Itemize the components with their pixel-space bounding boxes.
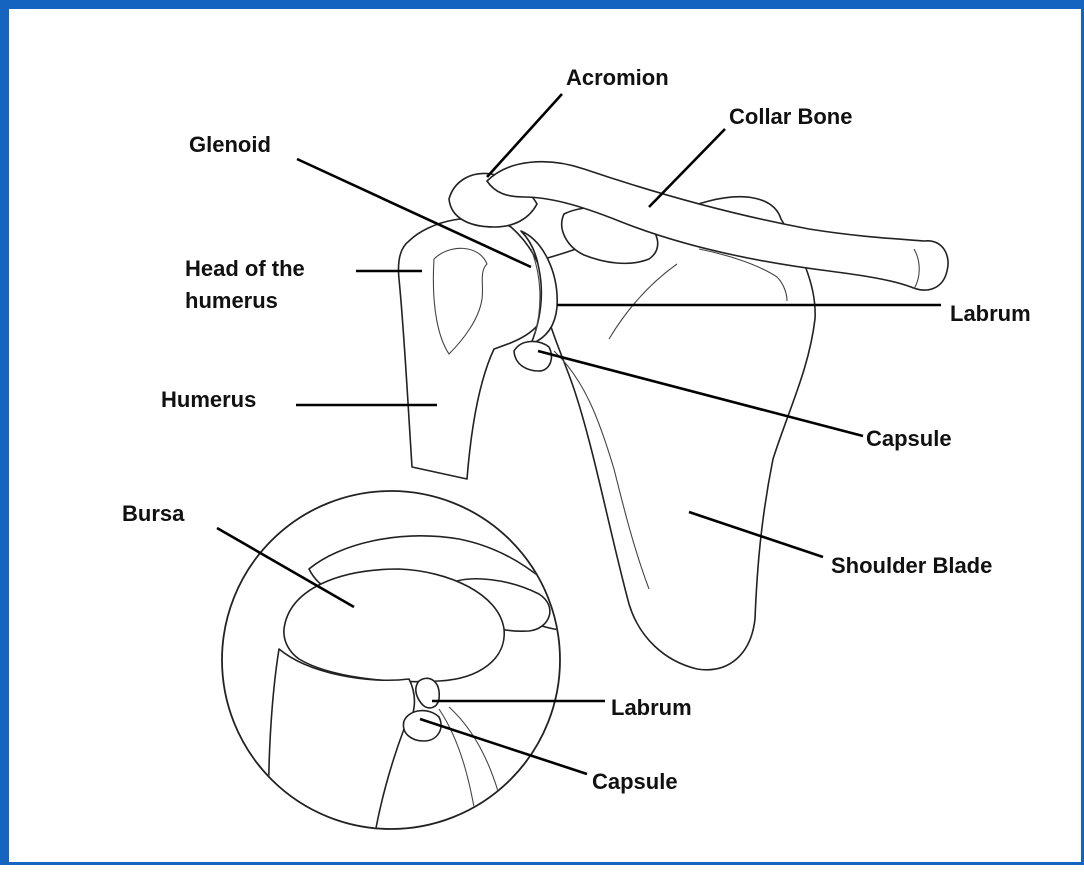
label-shoulder-blade: Shoulder Blade [831, 553, 992, 578]
capsule-shape [514, 341, 551, 371]
label-acromion: Acromion [566, 65, 669, 90]
label-inset-labrum: Labrum [611, 695, 692, 720]
collar-bone-leader-line [649, 129, 725, 207]
inset-capsule-shape [403, 711, 441, 741]
label-capsule: Capsule [866, 426, 952, 451]
label-glenoid: Glenoid [189, 132, 271, 157]
label-humerus: Humerus [161, 387, 256, 412]
label-inset-capsule: Capsule [592, 769, 678, 794]
label-head-of-humerus-line1: Head of the [185, 256, 305, 281]
shoulder-anatomy-diagram: Acromion Collar Bone Glenoid Head of the… [9, 9, 1084, 874]
label-labrum: Labrum [950, 301, 1031, 326]
label-head-of-humerus-line2: humerus [185, 288, 278, 313]
label-collar-bone: Collar Bone [729, 104, 852, 129]
shoulder-blade-shape [544, 197, 815, 670]
label-bursa: Bursa [122, 501, 185, 526]
